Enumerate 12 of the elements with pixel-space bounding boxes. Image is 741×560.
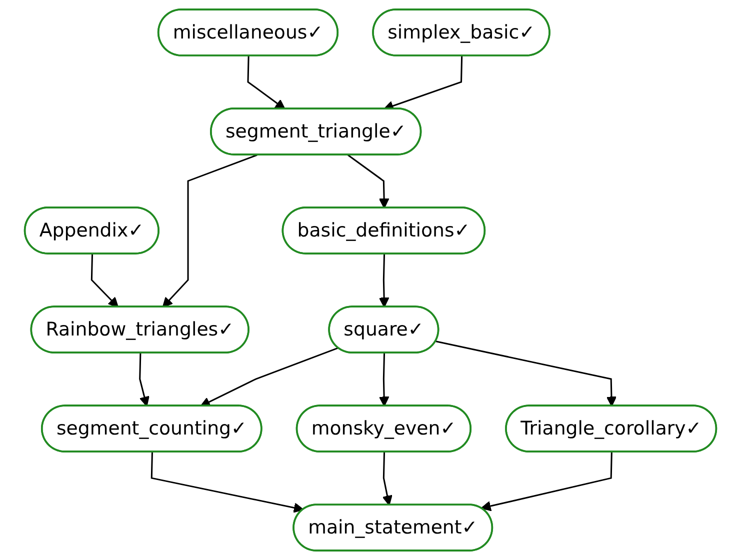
arrow bbox=[90, 254, 119, 308]
arrow bbox=[378, 353, 390, 407]
arrow bbox=[150, 452, 304, 513]
arrow bbox=[436, 340, 617, 407]
arrow bbox=[347, 154, 390, 209]
arrow bbox=[162, 154, 258, 308]
arrow bbox=[378, 254, 390, 308]
arrow bbox=[480, 452, 612, 512]
arrow bbox=[200, 347, 338, 407]
arrow bbox=[247, 56, 286, 110]
arrow bbox=[139, 353, 150, 407]
arrow bbox=[382, 452, 392, 506]
